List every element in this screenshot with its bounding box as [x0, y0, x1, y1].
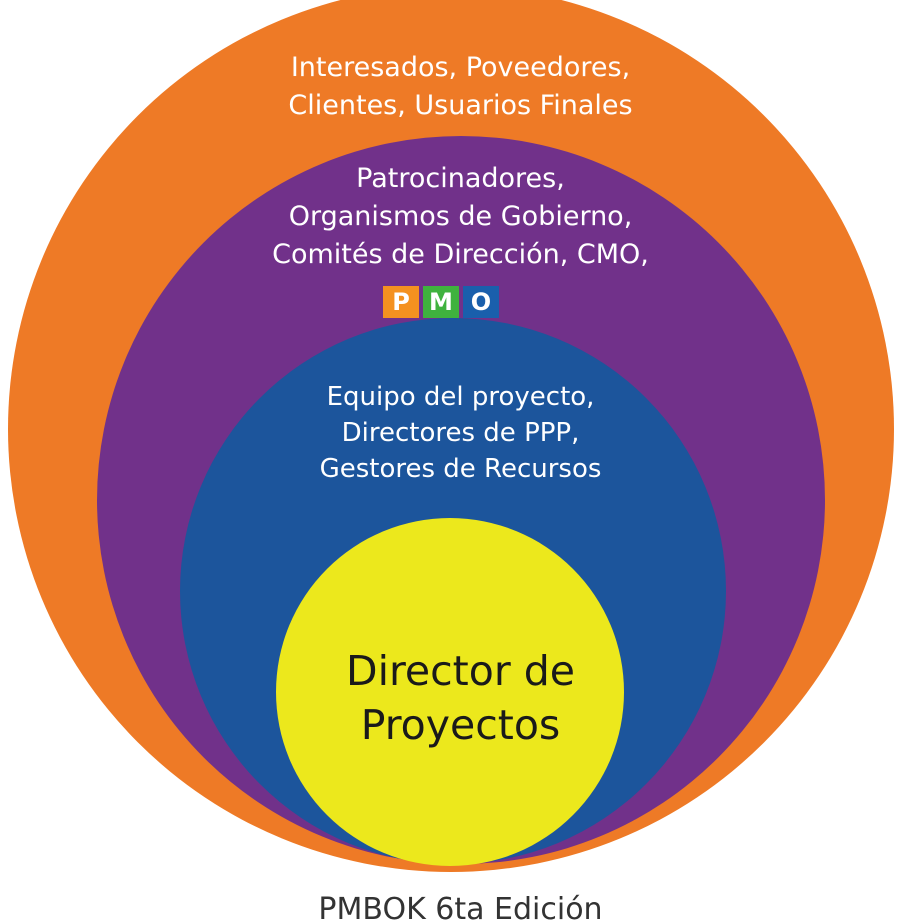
- outer-ring-label-line: Clientes, Usuarios Finales: [288, 90, 633, 121]
- pmo-logo-letter-m: M: [423, 286, 459, 318]
- core-circle: [276, 518, 624, 866]
- blue-ring-label-line: Directores de PPP,: [341, 418, 580, 448]
- purple-ring-label-line: Comités de Dirección, CMO,: [272, 239, 649, 270]
- pmo-logo: P M O: [383, 286, 499, 318]
- blue-ring-label-line: Equipo del proyecto,: [326, 382, 595, 412]
- core-label-line: Director de: [346, 647, 575, 695]
- blue-ring-label: Equipo del proyecto, Directores de PPP, …: [0, 379, 921, 487]
- pmo-logo-letter-p: P: [383, 286, 419, 318]
- purple-ring-label-line: Patrocinadores,: [356, 163, 565, 194]
- blue-ring-label-line: Gestores de Recursos: [319, 454, 602, 484]
- outer-ring-label-line: Interesados, Poveedores,: [290, 52, 631, 83]
- purple-ring-label-line: Organismos de Gobierno,: [288, 201, 633, 232]
- outer-ring-label: Interesados, Poveedores, Clientes, Usuar…: [0, 49, 921, 125]
- core-label-line: Proyectos: [360, 701, 561, 749]
- purple-ring-label: Patrocinadores, Organismos de Gobierno, …: [0, 160, 921, 274]
- core-label: Director de Proyectos: [0, 644, 921, 752]
- caption: PMBOK 6ta Edición: [318, 892, 603, 921]
- pmo-logo-letter-o: O: [463, 286, 499, 318]
